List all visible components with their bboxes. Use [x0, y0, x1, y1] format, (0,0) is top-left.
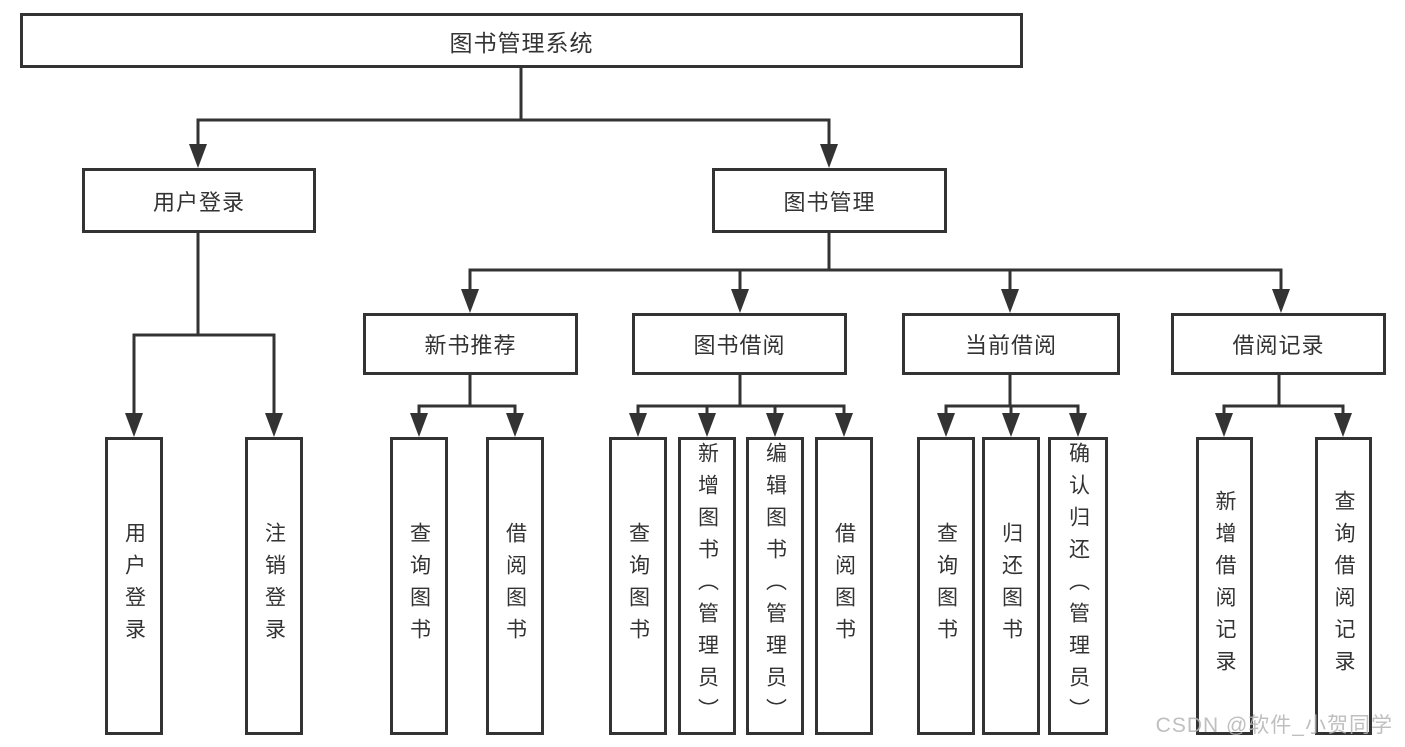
arrow-down-icon [189, 144, 207, 168]
leaf-add-books-admin: 新增图书（管理员） [678, 437, 736, 735]
leaf-return-books: 归还图书 [982, 437, 1040, 735]
leaf-add-borrow-record: 新增借阅记录 [1196, 437, 1253, 735]
leaf-query-books-borrow: 查询图书 [609, 437, 667, 735]
arrow-down-icon [1002, 413, 1020, 437]
leaf-borrow-books-recommend-label: 借阅图书 [503, 522, 527, 650]
node-new-book-recommend-label: 新书推荐 [424, 333, 517, 358]
arrow-down-icon [265, 413, 283, 437]
arrow-down-icon [1001, 289, 1019, 313]
node-user-login-label: 用户登录 [152, 189, 245, 215]
arrow-down-icon [1334, 413, 1352, 437]
leaf-borrow-books-recommend: 借阅图书 [486, 437, 544, 735]
leaf-query-books-recommend-label: 查询图书 [407, 522, 431, 650]
leaf-add-books-admin-label: 新增图书（管理员） [695, 442, 719, 730]
arrow-down-icon [835, 413, 853, 437]
connector-book-borrow [629, 375, 853, 437]
arrow-down-icon [1215, 413, 1233, 437]
leaf-return-books-label: 归还图书 [999, 522, 1023, 650]
node-borrow-records: 借阅记录 [1171, 313, 1386, 375]
node-borrow-records-label: 借阅记录 [1232, 333, 1325, 358]
node-current-borrow: 当前借阅 [902, 313, 1120, 375]
node-user-login: 用户登录 [82, 168, 316, 233]
leaf-query-books-current-label: 查询图书 [934, 522, 958, 650]
node-current-borrow-label: 当前借阅 [964, 333, 1057, 358]
arrow-down-icon [506, 413, 524, 437]
arrow-down-icon [125, 413, 143, 437]
leaf-query-books-recommend: 查询图书 [390, 437, 448, 735]
arrow-down-icon [937, 413, 955, 437]
node-book-management: 图书管理 [712, 168, 947, 233]
arrow-down-icon [731, 289, 749, 313]
node-book-management-label: 图书管理 [783, 189, 876, 215]
connector-new-book-recommend [410, 375, 524, 437]
leaf-borrow-books-label: 借阅图书 [832, 522, 856, 650]
arrow-down-icon [1272, 289, 1290, 313]
connector-user-login [125, 233, 283, 437]
arrow-down-icon [410, 413, 428, 437]
leaf-user-login-label: 用户登录 [122, 522, 146, 650]
connector-current-borrow [937, 375, 1087, 437]
arrow-down-icon [820, 144, 838, 168]
arrow-down-icon [461, 289, 479, 313]
node-book-borrow: 图书借阅 [632, 313, 847, 375]
leaf-query-books-current: 查询图书 [917, 437, 975, 735]
leaf-edit-books-admin-label: 编辑图书（管理员） [763, 442, 787, 730]
arrow-down-icon [629, 413, 647, 437]
node-root: 图书管理系统 [20, 13, 1023, 68]
node-root-label: 图书管理系统 [449, 29, 594, 56]
leaf-user-login: 用户登录 [105, 437, 163, 735]
leaf-borrow-books: 借阅图书 [815, 437, 873, 735]
arrow-down-icon [1069, 413, 1087, 437]
leaf-edit-books-admin: 编辑图书（管理员） [746, 437, 804, 735]
leaf-logout: 注销登录 [245, 437, 303, 735]
leaf-query-books-borrow-label: 查询图书 [626, 522, 650, 650]
connector-book-management [461, 233, 1290, 313]
node-book-borrow-label: 图书借阅 [693, 333, 786, 358]
leaf-add-borrow-record-label: 新增借阅记录 [1213, 490, 1236, 682]
node-new-book-recommend: 新书推荐 [363, 313, 578, 375]
leaf-query-borrow-record: 查询借阅记录 [1315, 437, 1372, 735]
connector-borrow-records [1215, 375, 1352, 437]
arrow-down-icon [766, 413, 784, 437]
leaf-query-borrow-record-label: 查询借阅记录 [1332, 490, 1355, 682]
leaf-confirm-return-admin-label: 确认归还（管理员） [1066, 442, 1090, 730]
leaf-logout-label: 注销登录 [262, 522, 286, 650]
connector-root [189, 68, 838, 168]
watermark: CSDN @软件_小贺同学 [1155, 714, 1393, 737]
leaf-confirm-return-admin: 确认归还（管理员） [1048, 437, 1108, 735]
arrow-down-icon [698, 413, 716, 437]
